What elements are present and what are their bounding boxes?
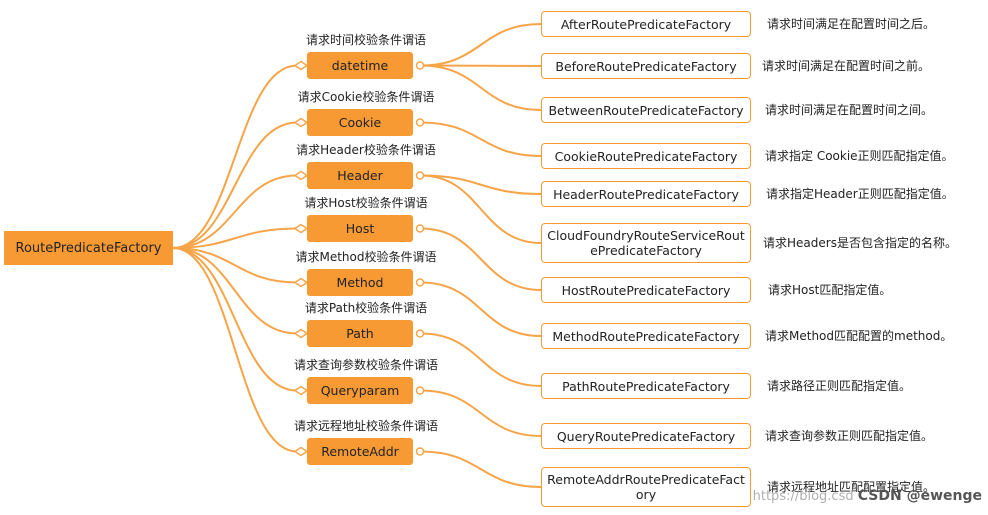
connector-dot — [415, 171, 425, 180]
connector-diamond — [293, 385, 309, 396]
branch-node-label: Header — [337, 168, 383, 183]
leaf-description: 请求时间满足在配置时间之后。 — [767, 17, 936, 31]
branch-to-leaf-line — [420, 121, 542, 157]
branch-node: Method — [307, 269, 413, 296]
branch-node-label: Path — [346, 326, 374, 341]
connector-dot — [415, 224, 425, 233]
branch-caption: 请求Method校验条件谓语 — [295, 250, 437, 264]
branch-node: Host — [307, 215, 413, 242]
branch-to-leaf-line — [420, 64, 542, 111]
connector-dot — [415, 386, 425, 395]
branch-to-leaf-line — [420, 64, 542, 67]
branch-node-label: Method — [336, 275, 384, 290]
branch-to-leaf-line — [420, 227, 542, 291]
leaf-node: RemoteAddrRoutePredicateFactory — [541, 467, 751, 507]
branch-node-label: Host — [345, 221, 375, 236]
leaf-node-label: AfterRoutePredicateFactory — [560, 16, 732, 32]
root-to-branch-line — [172, 247, 298, 392]
root-node: RoutePredicateFactory — [4, 231, 173, 265]
connector-diamond — [293, 328, 309, 339]
leaf-node-label: PathRoutePredicateFactory — [562, 378, 730, 394]
leaf-description: 请求指定 Cookie正则匹配指定值。 — [765, 149, 954, 163]
leaf-node-label: BeforeRoutePredicateFactory — [555, 58, 737, 74]
leaf-description: 请求时间满足在配置时间之间。 — [765, 103, 934, 117]
leaf-node: HeaderRoutePredicateFactory — [541, 181, 751, 207]
connector-diamond — [293, 117, 309, 128]
branch-to-leaf-line — [420, 389, 542, 437]
connector-diamond — [293, 223, 309, 234]
leaf-description: 请求Host匹配指定值。 — [768, 283, 892, 297]
leaf-node: CloudFoundryRouteServiceRoutePredicateFa… — [541, 223, 751, 263]
branch-to-leaf-line — [420, 281, 542, 337]
root-to-branch-line — [172, 247, 298, 335]
connector-dot — [415, 447, 425, 456]
branch-to-leaf-line — [420, 174, 542, 244]
root-to-branch-line — [172, 64, 298, 249]
leaf-node-label: CookieRoutePredicateFactory — [554, 148, 738, 164]
branch-caption: 请求Path校验条件谓语 — [304, 301, 428, 315]
leaf-node: CookieRoutePredicateFactory — [541, 143, 751, 169]
branch-caption: 请求远程地址校验条件谓语 — [293, 419, 439, 433]
leaf-node-label: BetweenRoutePredicateFactory — [548, 102, 744, 118]
leaf-node-label: HostRoutePredicateFactory — [561, 282, 731, 298]
root-to-branch-line — [172, 247, 298, 453]
branch-caption: 请求时间校验条件谓语 — [305, 33, 427, 47]
leaf-description: 请求查询参数正则匹配指定值。 — [765, 429, 934, 443]
connector-dot — [415, 61, 425, 70]
leaf-description: 请求指定Header正则匹配指定值。 — [766, 187, 954, 201]
connector-diamond — [293, 60, 309, 71]
branch-node: Queryparam — [307, 377, 413, 404]
watermark-brand: CSDN @ewenge — [857, 488, 982, 504]
root-to-branch-line — [172, 227, 298, 249]
leaf-description: 请求路径正则匹配指定值。 — [767, 379, 912, 393]
leaf-node: BeforeRoutePredicateFactory — [541, 53, 751, 79]
branch-node-label: RemoteAddr — [321, 444, 399, 459]
branch-to-leaf-line — [420, 332, 542, 387]
branch-node: Cookie — [307, 109, 413, 136]
leaf-description: 请求时间满足在配置时间之前。 — [762, 59, 931, 73]
connector-diamond — [293, 446, 309, 457]
branch-node-label: datetime — [331, 58, 389, 73]
connector-dot — [415, 329, 425, 338]
leaf-node-label: RemoteAddrRoutePredicateFactory — [547, 472, 745, 502]
leaf-node: MethodRoutePredicateFactory — [541, 323, 751, 349]
branch-caption: 请求查询参数校验条件谓语 — [293, 358, 439, 372]
root-to-branch-line — [172, 247, 298, 284]
branch-node: RemoteAddr — [307, 438, 413, 465]
leaf-node: AfterRoutePredicateFactory — [541, 11, 751, 37]
leaf-node-label: QueryRoutePredicateFactory — [556, 428, 736, 444]
root-to-branch-line — [172, 121, 298, 249]
branch-caption: 请求Header校验条件谓语 — [296, 143, 436, 157]
connector-diamond — [293, 277, 309, 288]
branch-to-leaf-line — [420, 23, 542, 67]
root-to-branch-line — [172, 174, 298, 249]
leaf-node: HostRoutePredicateFactory — [541, 277, 751, 303]
root-node-label: RoutePredicateFactory — [15, 240, 162, 256]
branch-caption: 请求Host校验条件谓语 — [304, 196, 428, 210]
leaf-node: PathRoutePredicateFactory — [541, 373, 751, 399]
leaf-node: BetweenRoutePredicateFactory — [541, 97, 751, 123]
leaf-node-label: HeaderRoutePredicateFactory — [553, 186, 739, 202]
leaf-node-label: MethodRoutePredicateFactory — [552, 328, 740, 344]
branch-node: Path — [307, 320, 413, 347]
watermark-url: https://blog.csd — [752, 489, 854, 504]
branch-caption: 请求Cookie校验条件谓语 — [297, 90, 435, 104]
leaf-node: QueryRoutePredicateFactory — [541, 423, 751, 449]
connector-diamond — [293, 170, 309, 181]
branch-node: Header — [307, 162, 413, 189]
branch-to-leaf-line — [420, 174, 542, 195]
connector-dot — [415, 278, 425, 287]
branch-node-label: Queryparam — [320, 383, 400, 398]
branch-node: datetime — [307, 52, 413, 79]
leaf-description: 请求Method匹配配置的method。 — [765, 329, 953, 343]
branch-to-leaf-line — [420, 450, 542, 488]
leaf-description: 请求远程地址匹配配置指定值。 — [767, 480, 936, 494]
branch-node-label: Cookie — [338, 115, 382, 130]
leaf-description: 请求Headers是否包含指定的名称。 — [763, 236, 957, 250]
watermark: https://blog.csd CSDN @ewenge — [753, 488, 982, 504]
connector-dot — [415, 118, 425, 127]
leaf-node-label: CloudFoundryRouteServiceRoutePredicateFa… — [547, 228, 745, 258]
